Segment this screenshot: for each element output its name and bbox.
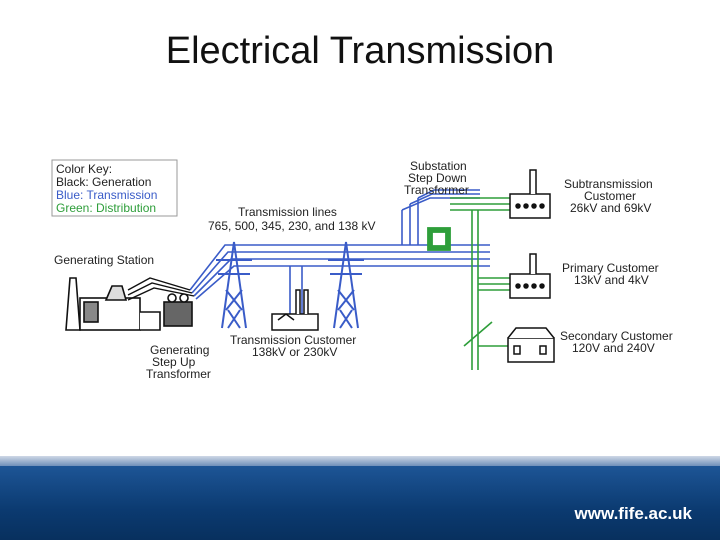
gen-step-up-label-line3: Transformer — [146, 367, 211, 381]
substation-label-line2: Step Down — [408, 171, 467, 185]
secondary-customer-label: Secondary Customer — [560, 329, 673, 343]
transmission-voltages-label: 765, 500, 345, 230, and 138 kV — [208, 219, 375, 233]
subtransmission-label-line3: 26kV and 69kV — [570, 201, 651, 215]
color-key-transmission: Blue: Transmission — [56, 188, 157, 202]
footer-stripe — [0, 456, 720, 466]
color-key-generation: Black: Generation — [56, 175, 151, 189]
distribution-lines — [450, 197, 510, 370]
slide-title: Electrical Transmission — [165, 30, 555, 72]
gen-step-up-label-line2: Step Up — [152, 355, 196, 369]
gen-step-up-label-line1: Generating — [150, 343, 209, 357]
subtransmission-customer-building — [509, 169, 551, 219]
power-grid-diagram: Color Key: Black: Generation Blue: Trans… — [51, 159, 673, 381]
color-key-heading: Color Key: — [56, 162, 112, 176]
color-key-distribution: Green: Distribution — [56, 201, 156, 215]
primary-customer-voltage: 13kV and 4kV — [574, 273, 649, 287]
transmission-lines — [189, 189, 490, 320]
substation-label-line1: Substation — [410, 159, 467, 173]
color-key: Color Key: Black: Generation Blue: Trans… — [51, 159, 178, 217]
substation-label-line3: Transformer — [404, 183, 469, 197]
primary-customer-label: Primary Customer — [562, 261, 659, 275]
secondary-customer-house — [507, 327, 555, 363]
generation-lines — [127, 277, 195, 301]
subtransmission-label-line2: Customer — [584, 189, 636, 203]
subtransmission-label-line1: Subtransmission — [564, 177, 653, 191]
footer-url-link[interactable]: www.fife.ac.uk — [574, 504, 692, 523]
transmission-customer-label: Transmission Customer — [230, 333, 356, 347]
generating-station — [65, 277, 161, 331]
transmission-tower-2 — [328, 241, 364, 329]
substation-transformer — [427, 227, 451, 251]
generating-step-up-transformer — [163, 293, 193, 327]
transmission-lines-label: Transmission lines — [238, 205, 337, 219]
footer-gloss — [0, 466, 720, 540]
generating-station-label: Generating Station — [54, 253, 154, 267]
transmission-customer-factory — [271, 289, 319, 331]
transmission-tower-1 — [216, 241, 252, 329]
secondary-customer-voltage: 120V and 240V — [572, 341, 655, 355]
transmission-customer-voltage: 138kV or 230kV — [252, 345, 337, 359]
footer-bar: www.fife.ac.uk — [0, 456, 720, 540]
primary-customer-building — [509, 253, 551, 299]
